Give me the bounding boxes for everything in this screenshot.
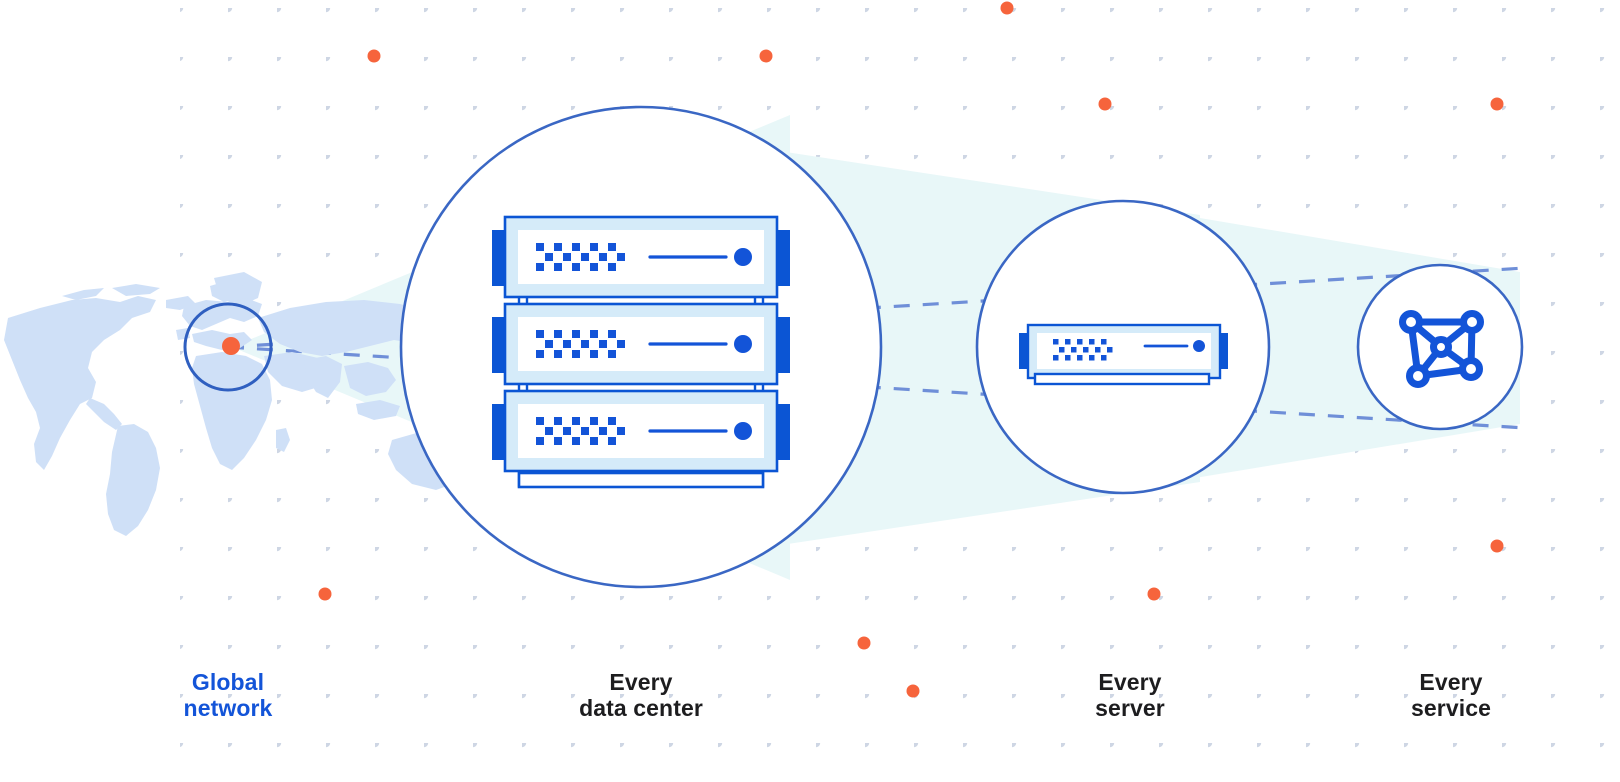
led-grid-icon <box>1053 339 1113 361</box>
server-unit <box>492 302 790 386</box>
stage-label-server[interactable]: Every server <box>1095 669 1165 721</box>
led-grid-icon <box>536 243 625 271</box>
status-indicator-dot <box>734 248 752 266</box>
server-unit <box>492 215 790 299</box>
server-base-rail <box>1033 372 1211 386</box>
accent-dot <box>1000 1 1014 15</box>
status-indicator-dot <box>1193 340 1205 352</box>
map-location-dot <box>222 337 240 355</box>
accent-dot <box>367 49 381 63</box>
accent-dots <box>318 1 1504 698</box>
accent-dot <box>857 636 871 650</box>
accent-dot <box>1098 97 1112 111</box>
accent-dot <box>1490 539 1504 553</box>
accent-dot <box>318 587 332 601</box>
led-grid-icon <box>536 330 625 358</box>
accent-dot <box>1147 587 1161 601</box>
stage-label-service[interactable]: Every service <box>1411 669 1491 721</box>
accent-dot <box>1490 97 1504 111</box>
accent-dot <box>759 49 773 63</box>
stage-label-data-center[interactable]: Every data center <box>579 669 703 721</box>
led-grid-icon <box>536 417 625 445</box>
status-indicator-dot <box>734 335 752 353</box>
rack-base-rail <box>517 471 765 489</box>
accent-dot <box>906 684 920 698</box>
stage-label-global-network[interactable]: Global network <box>183 669 273 721</box>
status-indicator-dot <box>734 422 752 440</box>
server-unit-icon <box>1019 323 1228 386</box>
network-node-dots <box>1399 310 1484 388</box>
map-highlight-circle <box>183 302 273 392</box>
server-unit <box>492 389 790 473</box>
server-rack-icon <box>492 215 790 489</box>
